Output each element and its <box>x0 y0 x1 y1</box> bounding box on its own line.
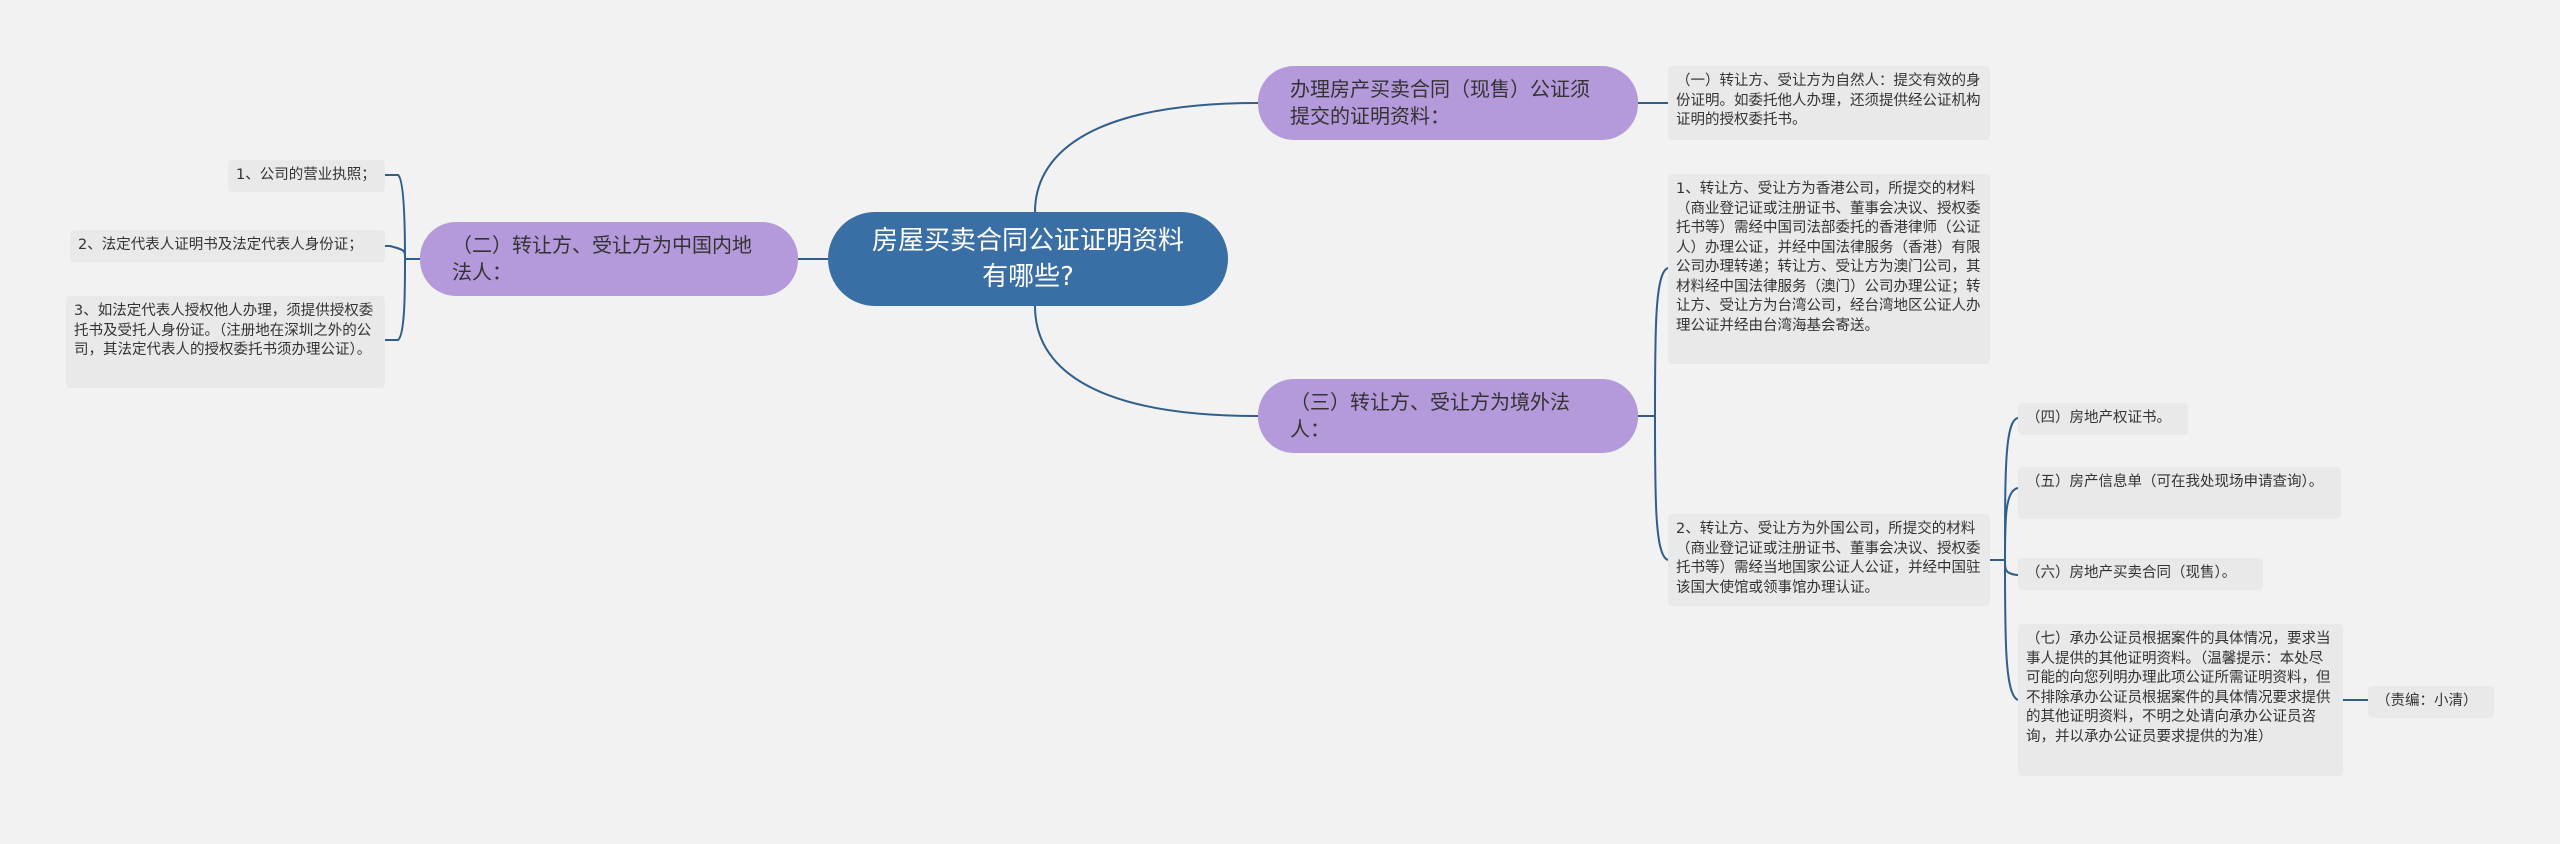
leaf-property-info-sheet-text: （五）房产信息单（可在我处现场申请查询）。 <box>2026 474 2324 490</box>
root-topic[interactable]: 房屋买卖合同公证证明资料有哪些? <box>828 212 1228 306</box>
leaf-business-license-text: 1、公司的营业执照； <box>236 167 376 183</box>
leaf-hk-macau-taiwan-company[interactable]: 1、转让方、受让方为香港公司，所提交的材料（商业登记证或注册证书、董事会决议、授… <box>1668 174 1990 364</box>
branch-domestic-legal-person[interactable]: （二）转让方、受让方为中国内地法人： <box>420 222 798 296</box>
leaf-natural-person[interactable]: （一）转让方、受让方为自然人：提交有效的身份证明。如委托他人办理，还须提供经公证… <box>1668 66 1990 140</box>
leaf-power-of-attorney[interactable]: 3、如法定代表人授权他人办理，须提供授权委托书及受托人身份证。（注册地在深圳之外… <box>66 296 385 388</box>
leaf-business-license[interactable]: 1、公司的营业执照； <box>228 160 385 192</box>
bracket-b2 <box>385 174 420 341</box>
branch-foreign-legal-person[interactable]: （三）转让方、受让方为境外法人： <box>1258 379 1638 453</box>
bracket-b3 <box>1638 267 1669 561</box>
leaf-property-certificate[interactable]: （四）房地产权证书。 <box>2018 403 2188 435</box>
branch-proof-materials-label: 办理房产买卖合同（现售）公证须提交的证明资料： <box>1290 77 1590 128</box>
leaf-editor-text: （责编：小清） <box>2376 693 2478 709</box>
leaf-foreign-company[interactable]: 2、转让方、受让方为外国公司，所提交的材料（商业登记证或注册证书、董事会决议、授… <box>1668 514 1990 606</box>
leaf-other-materials-text: （七）承办公证员根据案件的具体情况，要求当事人提供的其他证明资料。（温馨提示：本… <box>2026 631 2331 745</box>
leaf-sales-contract[interactable]: （六）房地产买卖合同（现售）。 <box>2018 558 2263 590</box>
root-topic-label: 房屋买卖合同公证证明资料有哪些? <box>871 226 1184 292</box>
branch-proof-materials[interactable]: 办理房产买卖合同（现售）公证须提交的证明资料： <box>1258 66 1638 140</box>
connector-root-b3 <box>1034 305 1259 417</box>
leaf-foreign-company-text: 2、转让方、受让方为外国公司，所提交的材料（商业登记证或注册证书、董事会决议、授… <box>1676 521 1981 596</box>
leaf-sales-contract-text: （六）房地产买卖合同（现售）。 <box>2026 565 2237 581</box>
leaf-legal-representative-id[interactable]: 2、法定代表人证明书及法定代表人身份证； <box>70 230 385 262</box>
leaf-hk-macau-taiwan-company-text: 1、转让方、受让方为香港公司，所提交的材料（商业登记证或注册证书、董事会决议、授… <box>1676 181 1981 334</box>
branch-domestic-legal-person-label: （二）转让方、受让方为中国内地法人： <box>452 233 752 284</box>
leaf-other-materials[interactable]: （七）承办公证员根据案件的具体情况，要求当事人提供的其他证明资料。（温馨提示：本… <box>2018 624 2343 776</box>
leaf-editor[interactable]: （责编：小清） <box>2368 686 2494 718</box>
bracket-l3b <box>1990 417 2019 701</box>
leaf-property-info-sheet[interactable]: （五）房产信息单（可在我处现场申请查询）。 <box>2018 467 2341 519</box>
leaf-natural-person-text: （一）转让方、受让方为自然人：提交有效的身份证明。如委托他人办理，还须提供经公证… <box>1676 73 1981 128</box>
leaf-legal-representative-id-text: 2、法定代表人证明书及法定代表人身份证； <box>78 237 363 253</box>
branch-foreign-legal-person-label: （三）转让方、受让方为境外法人： <box>1290 390 1570 441</box>
leaf-power-of-attorney-text: 3、如法定代表人授权他人办理，须提供授权委托书及受托人身份证。（注册地在深圳之外… <box>74 303 374 358</box>
leaf-property-certificate-text: （四）房地产权证书。 <box>2026 410 2171 426</box>
connector-root-b1 <box>1034 102 1259 213</box>
